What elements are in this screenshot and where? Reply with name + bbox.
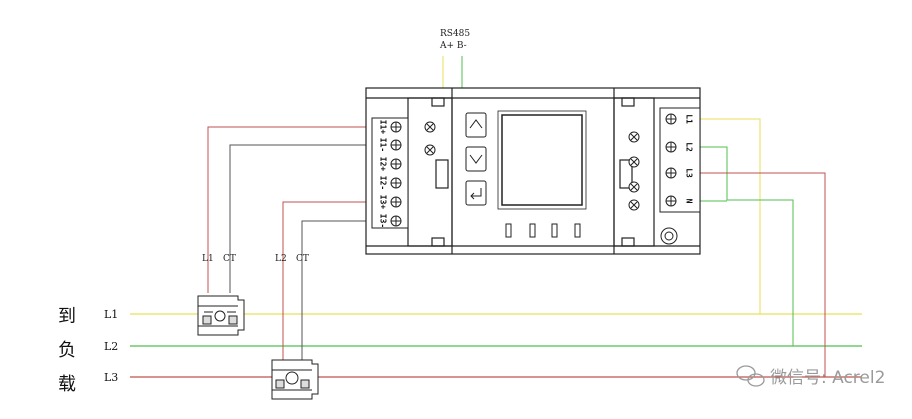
voltage-wire-l2 [697, 146, 794, 346]
enter-button[interactable] [465, 180, 487, 206]
side-char-3: 载 [58, 374, 76, 395]
front-buttons [465, 112, 487, 206]
watermark: 微信号: Acrel2 [736, 365, 885, 388]
wechat-icon [736, 365, 765, 387]
rs485-pins: A+ B- [439, 41, 467, 51]
terminal-i2-plus: I2+ [379, 157, 388, 172]
watermark-text: 微信号: Acrel2 [770, 368, 885, 388]
phase-label-l3: L3 [104, 371, 118, 384]
side-char-1: 到 [58, 306, 76, 327]
phase-lines [130, 313, 862, 378]
ct1-label-ct: CT [223, 254, 236, 264]
terminal-i3-plus: I3+ [379, 195, 388, 210]
voltage-wire-l1 [697, 118, 761, 314]
terminal-l3: L3 [685, 168, 694, 178]
ct2-wire-s2 [301, 220, 372, 365]
rs485-title: RS485 [440, 29, 470, 39]
terminal-l1: L1 [685, 114, 694, 124]
right-terminal-labels: L1 L2 L3 N [685, 114, 694, 203]
ct1-label-l1: L1 [202, 254, 214, 264]
ct2-wire-s1 [282, 201, 372, 365]
ct1-wire-s1 [207, 126, 372, 293]
terminal-i1-minus: I1- [379, 138, 388, 152]
phase-label-l1: L1 [104, 308, 118, 321]
ct-clamp-1 [197, 295, 245, 336]
side-char-2: 负 [58, 340, 76, 361]
to-load-label: 到 负 载 [58, 306, 76, 395]
lcd-display [501, 114, 583, 206]
ct-wires [207, 126, 372, 365]
led-indicators [505, 223, 581, 238]
rs485-terminals [424, 121, 436, 156]
terminal-i1-plus: I1+ [379, 120, 388, 135]
terminal-i2-minus: I2- [379, 176, 388, 190]
ct2-label-ct: CT [296, 254, 309, 264]
right-terminal-block [628, 107, 701, 245]
terminal-i3-minus: I3- [379, 214, 388, 228]
phase-label-l2: L2 [104, 340, 118, 353]
terminal-l2: L2 [685, 142, 694, 152]
ct-clamp-2 [271, 359, 319, 400]
voltage-wires [697, 118, 826, 377]
down-button[interactable] [465, 146, 487, 172]
left-terminal-labels: I1+ I1- I2+ I2- I3+ I3- [379, 120, 388, 228]
terminal-n: N [685, 199, 694, 204]
voltage-wire-l3 [697, 172, 826, 377]
ct1-wire-s2 [229, 144, 372, 293]
left-terminal-block [371, 117, 409, 229]
ct2-label-l2: L2 [275, 254, 287, 264]
up-button[interactable] [465, 112, 487, 138]
